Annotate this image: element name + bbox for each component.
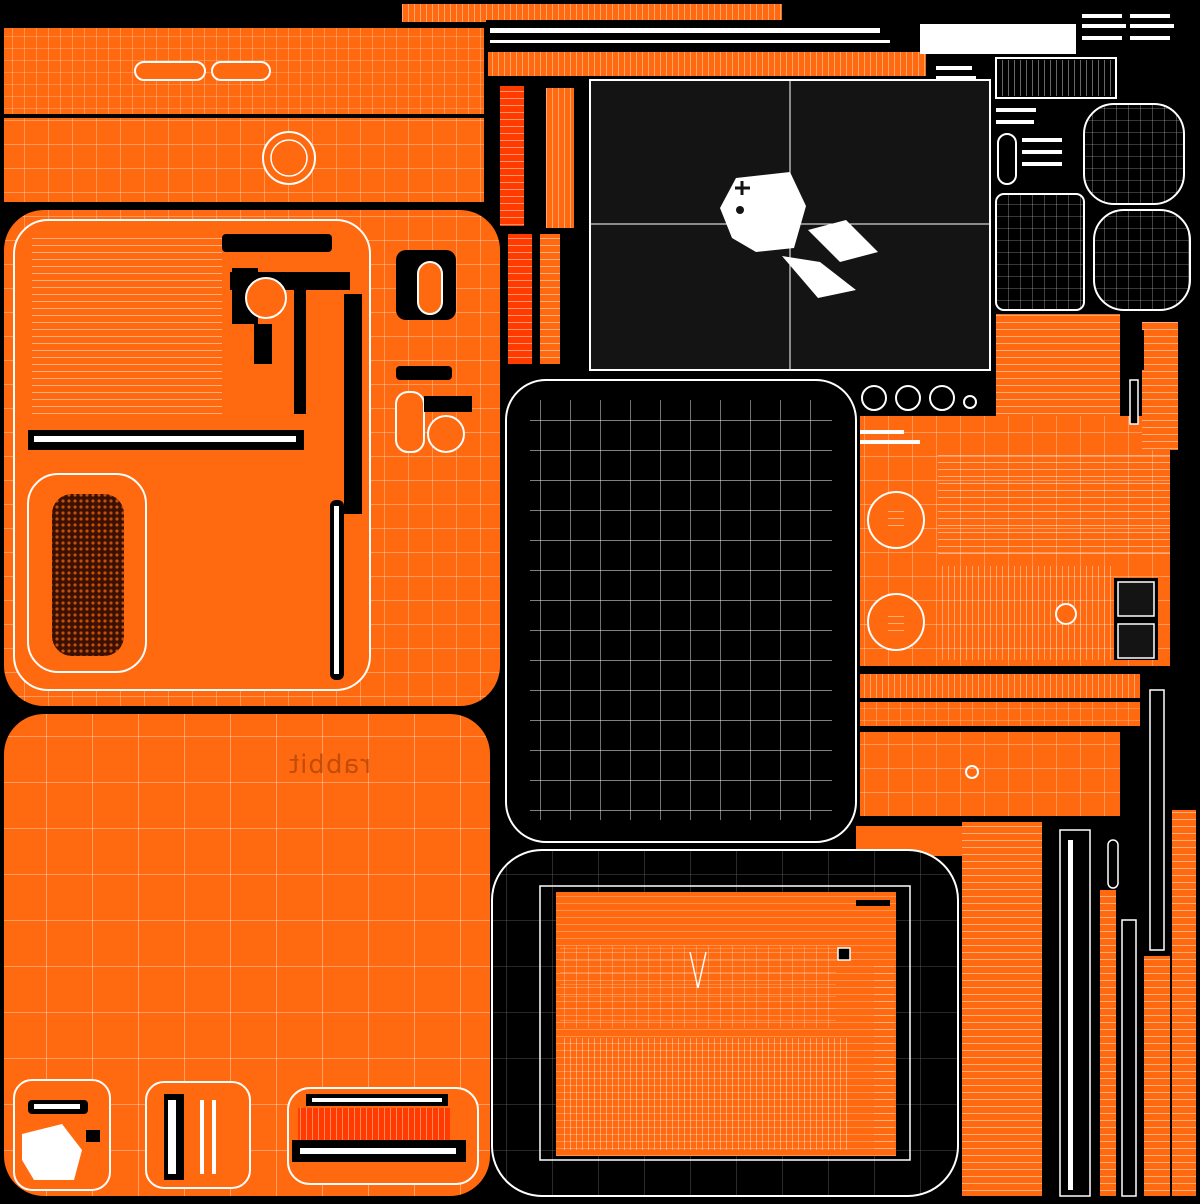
right-middle-bands	[856, 674, 1140, 856]
card-icon	[556, 892, 896, 1156]
plus-icon	[735, 181, 750, 195]
top-right-parts	[995, 14, 1191, 311]
top-middle-strips	[402, 4, 1076, 76]
camera-lens-parts	[245, 250, 472, 453]
left-band-with-button	[4, 118, 484, 202]
brand-watermark: rabbit	[288, 750, 372, 780]
bottom-left-parts	[22, 1094, 466, 1180]
left-black-strips	[28, 234, 362, 680]
center-screen-mesh	[505, 379, 857, 843]
left-top-band	[4, 28, 484, 114]
white-line-clusters	[860, 66, 1144, 444]
small-button-row	[861, 385, 977, 411]
vertical-orange-strips	[500, 86, 574, 364]
speaker-grille	[27, 473, 147, 673]
right-body-panel	[860, 314, 1178, 666]
right-vertical-strips	[962, 689, 1196, 1197]
